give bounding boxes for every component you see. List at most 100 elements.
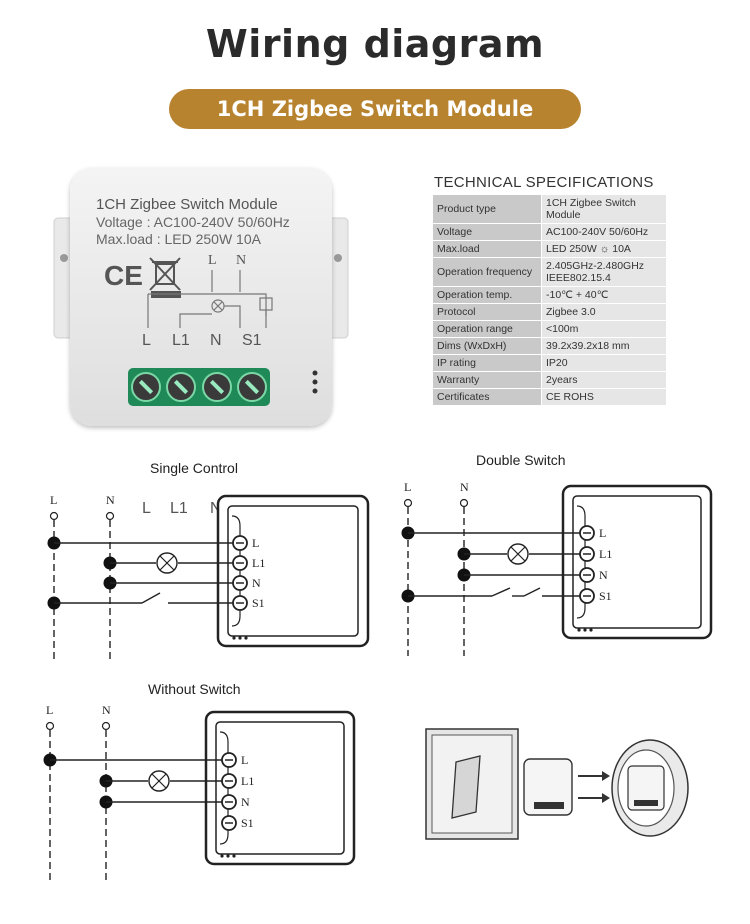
terminal-block [128, 368, 270, 406]
spec-value: <100m [541, 320, 666, 338]
terminal-screw [130, 372, 161, 402]
spec-key: Protocol [433, 303, 542, 321]
led-dot [583, 628, 587, 632]
spec-key: Operation temp. [433, 286, 542, 304]
module-inner-outline [227, 505, 359, 637]
terminal-housing [231, 515, 241, 627]
spec-key: Dims (WxDxH) [433, 337, 542, 355]
terminal-label: S1 [241, 816, 254, 830]
device-label-name: 1CH Zigbee Switch Module [96, 196, 278, 213]
spec-value: 2.405GHz-2.480GHz IEEE802.15.4 [541, 257, 666, 287]
spec-value: Zigbee 3.0 [541, 303, 666, 321]
spec-key: Operation range [433, 320, 542, 338]
single-control-title: Single Control [150, 460, 238, 476]
mini-module-icon [523, 758, 573, 816]
device-terminal-label: S1 [242, 332, 262, 349]
device-terminal-label: L1 [170, 500, 188, 517]
spec-key: Voltage [433, 223, 542, 241]
ce-mark: CE [104, 260, 143, 291]
switch-contact [141, 592, 161, 604]
bus-label: L [46, 703, 53, 717]
spec-value: LED 250W ☼ 10A [541, 240, 666, 258]
device-terminal-label: L [142, 332, 151, 349]
terminal-label: L [241, 753, 248, 767]
insert-arrow-head [602, 793, 610, 803]
led-dot [577, 628, 581, 632]
mini-terminal-strip [534, 802, 564, 809]
terminal-label: L1 [241, 774, 254, 788]
terminal-screw [166, 372, 197, 402]
terminal-label: N [252, 576, 261, 590]
bus-terminal [45, 721, 55, 731]
bus-label: N [106, 493, 115, 507]
terminal-label: S1 [252, 596, 265, 610]
spec-row: Operation range<100m [433, 320, 666, 338]
product-banner: 1CH Zigbee Switch Module [169, 89, 581, 129]
led-dot [220, 854, 224, 858]
module-device: 1CH Zigbee Switch Module Voltage : AC100… [53, 168, 349, 517]
switch-contact [523, 587, 541, 597]
bus-terminal [105, 511, 115, 521]
lamp-cross [159, 555, 175, 571]
device-top-terminal-label: L [208, 253, 217, 268]
device-schematic: L N [147, 253, 273, 328]
module-inner-outline [572, 495, 702, 629]
bus-label: L [404, 480, 411, 494]
lamp-cross [151, 773, 167, 789]
bus-terminal [101, 721, 111, 731]
without-switch-title: Without Switch [148, 681, 241, 697]
installed-module-icon [627, 765, 665, 811]
page-title: Wiring diagram [205, 22, 545, 66]
terminal-label: N [241, 795, 250, 809]
device-top-terminal-label: N [236, 253, 246, 268]
rocker-switch-icon [451, 755, 481, 819]
terminal-label: S1 [599, 589, 612, 603]
led-dot [244, 636, 248, 640]
specs-title: TECHNICAL SPECIFICATIONS [434, 174, 654, 191]
double-switch-title: Double Switch [476, 452, 566, 468]
led-dot [232, 854, 236, 858]
switch-contact [491, 587, 511, 597]
device-terminal-label: N [210, 500, 222, 517]
spec-value: 2years [541, 371, 666, 389]
spec-value: CE ROHS [541, 388, 666, 406]
spec-row: Operation temp.-10℃ + 40℃ [433, 286, 666, 304]
device-terminal-label: N [210, 332, 222, 349]
module-outline [216, 494, 370, 648]
terminal-label: N [599, 568, 608, 582]
spec-key: Max.load [433, 240, 542, 258]
spec-key: Warranty [433, 371, 542, 389]
spec-key: Operation frequency [433, 257, 542, 287]
terminal-housing [576, 505, 586, 619]
spec-row: Dims (WxDxH)39.2x39.2x18 mm [433, 337, 666, 355]
spec-key: IP rating [433, 354, 542, 372]
terminal-screw [237, 372, 268, 402]
spec-value: 39.2x39.2x18 mm [541, 337, 666, 355]
spec-value: IP20 [541, 354, 666, 372]
status-led-dots [312, 370, 318, 394]
device-label-voltage: Voltage : AC100-240V 50/60Hz [96, 214, 290, 230]
device-terminal-label: L [142, 500, 151, 517]
bus-label: N [460, 480, 469, 494]
lamp-cross [510, 546, 526, 562]
led-dot [238, 636, 242, 640]
spec-key: Certificates [433, 388, 542, 406]
terminal-label: L [599, 526, 606, 540]
bus-terminal [403, 498, 413, 508]
spec-key: Product type [433, 195, 542, 224]
insert-arrow-head [602, 771, 610, 781]
terminal-label: L [252, 536, 259, 550]
device-label-maxload: Max.load : LED 250W 10A [96, 231, 261, 247]
terminal-label: L1 [599, 547, 612, 561]
led-dot [232, 636, 236, 640]
spec-value: 1CH Zigbee Switch Module [541, 195, 666, 224]
